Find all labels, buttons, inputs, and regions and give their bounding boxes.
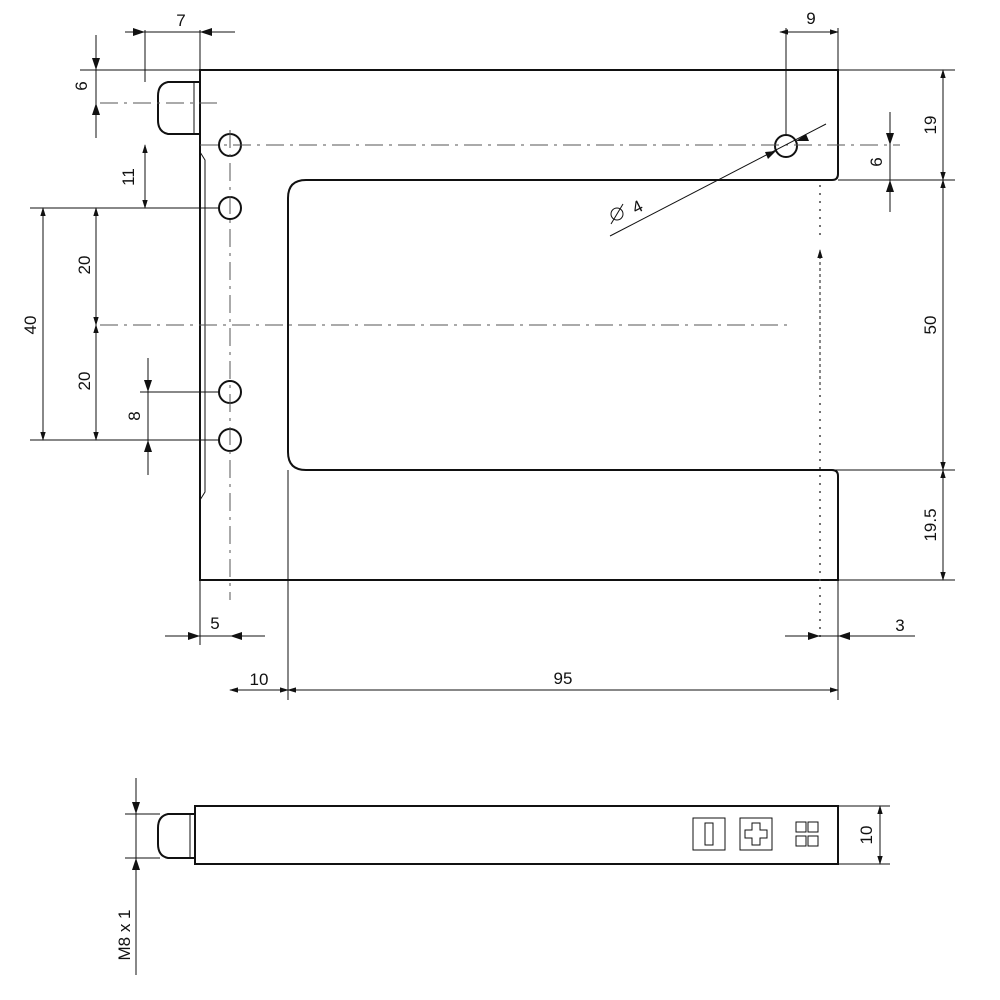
dim-arrow [200, 28, 212, 36]
dim-label-8: 8 [125, 411, 144, 420]
dim-label-diameter: 4 [629, 196, 646, 217]
dim-label-10: 10 [250, 670, 269, 689]
dim-arrow [132, 802, 140, 814]
dim-arrow [92, 103, 100, 115]
indicator-plus-icon [739, 817, 773, 851]
dim-arrow [144, 380, 152, 392]
sensor-body-outline [199, 69, 839, 581]
side-view: 10 M8 x 1 [115, 778, 890, 975]
dim-label-6-right: 6 [867, 157, 886, 166]
dim-label-6-left: 6 [72, 81, 91, 90]
dim-label-20-bottom: 20 [75, 372, 94, 391]
diameter-leader [609, 123, 827, 237]
dim-label-11: 11 [119, 168, 138, 186]
mounting-hole-top-right [774, 134, 798, 158]
dim-arrow [230, 632, 242, 640]
dim-arrow [808, 632, 820, 640]
dim-arrow [765, 151, 776, 159]
side-connector [157, 813, 195, 859]
dim-label-95: 95 [554, 669, 573, 688]
side-body [194, 805, 839, 865]
indicator-leds-icon [795, 821, 819, 847]
dim-arrow [886, 133, 894, 145]
dim-label-side-10: 10 [857, 826, 876, 845]
dim-label-thread: M8 x 1 [115, 909, 134, 960]
dim-arrow [132, 858, 140, 870]
dim-arrow [838, 632, 850, 640]
dim-label-9: 9 [806, 9, 815, 28]
top-view: 7 9 6 11 40 20 20 8 19 6 [21, 9, 955, 700]
dim-arrow [144, 440, 152, 452]
dim-label-50: 50 [921, 316, 940, 335]
left-edge-step [199, 151, 206, 580]
dim-arrow [886, 180, 894, 192]
dim-arrow [796, 134, 809, 141]
indicator-minus-icon [692, 817, 726, 851]
diameter-symbol-icon [610, 203, 624, 225]
dim-arrow [133, 28, 145, 36]
dim-label-3: 3 [895, 616, 904, 635]
m8-connector [157, 81, 200, 135]
dim-label-40: 40 [21, 316, 40, 335]
dim-arrow [92, 58, 100, 70]
dim-label-19: 19 [921, 116, 940, 135]
dim-label-7: 7 [176, 11, 185, 30]
dim-arrow [188, 632, 200, 640]
dim-label-20-top: 20 [75, 256, 94, 275]
dim-label-5: 5 [210, 614, 219, 633]
dim-label-19-5: 19.5 [921, 508, 940, 541]
